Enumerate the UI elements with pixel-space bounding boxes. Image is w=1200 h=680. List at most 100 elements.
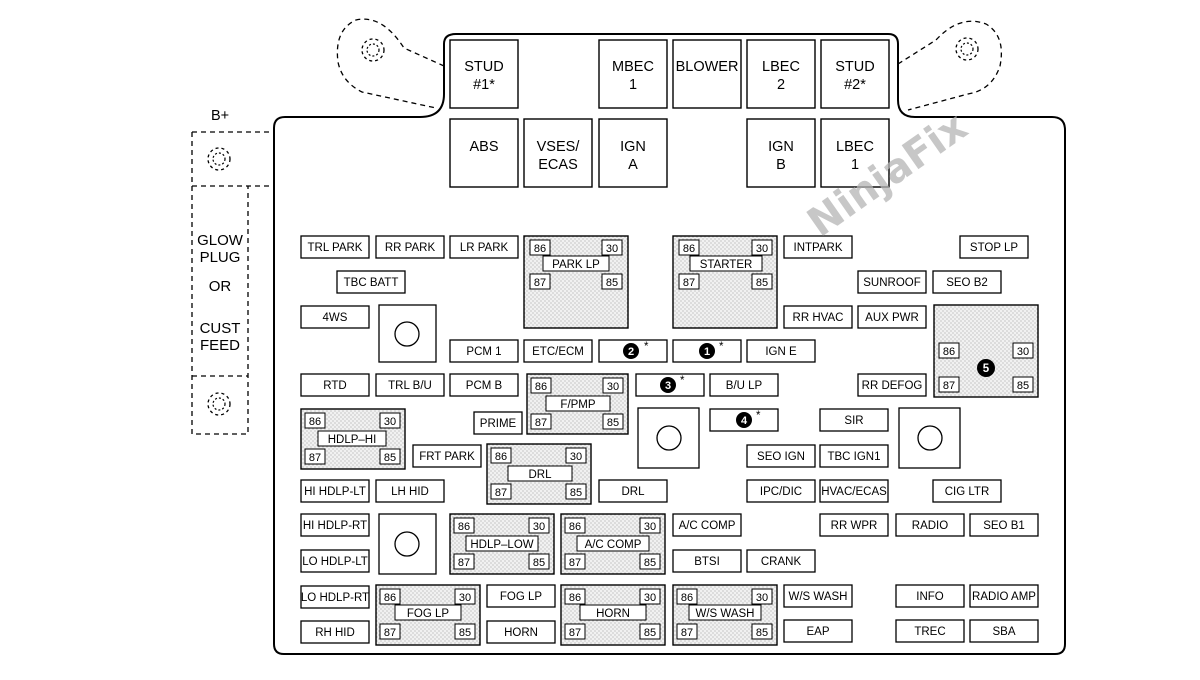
fuse-star: * [719, 341, 724, 353]
fuse-number: 3 [665, 380, 671, 392]
fuse-star: * [644, 341, 649, 353]
relay-pin: 85 [644, 557, 656, 569]
relay-pin: 85 [459, 627, 471, 639]
relay-pin: 86 [683, 243, 695, 255]
fuse-pcm1: PCM 1 [449, 339, 519, 363]
relay-horn: 86 30 87 85 HORN [560, 584, 666, 646]
relay-pin: 86 [534, 243, 546, 255]
fuse-trl-bu: TRL B/U [375, 373, 445, 397]
large-fuse-label: B [776, 157, 786, 173]
fuse-ac-comp: A/C COMP [672, 513, 742, 537]
mounting-boss [637, 407, 700, 469]
relay-pin: 30 [756, 243, 768, 255]
fuse-seo-ign: SEO IGN [746, 444, 816, 468]
relay-pin: 87 [943, 380, 955, 392]
relay-pin: 30 [459, 592, 471, 604]
relay-label: HDLP–HI [328, 434, 377, 446]
relay-label: HORN [596, 608, 630, 620]
relay-pin: 85 [644, 627, 656, 639]
large-fuse-label: STUD [835, 59, 874, 75]
fuse-label: TRL PARK [308, 242, 363, 254]
relay-pin: 86 [681, 592, 693, 604]
large-fuse-label: #2* [844, 77, 866, 93]
relay-pin: 85 [570, 487, 582, 499]
fuse-label: SEO B1 [983, 520, 1025, 532]
large-fuse-label: STUD [464, 59, 503, 75]
large-fuse-label: ECAS [538, 157, 578, 173]
fuse-label: RH HID [315, 627, 355, 639]
b-plus-label: B+ [211, 108, 229, 124]
fuse-label: LO HDLP-RT [301, 592, 369, 604]
large-fuse-label: 1 [851, 157, 859, 173]
large-fuse-label: IGN [620, 139, 646, 155]
relay-label: 5 [983, 363, 990, 375]
large-fuse-blower: BLOWER [672, 39, 742, 109]
fuse-label: LH HID [391, 486, 429, 498]
relay-pin: 86 [495, 451, 507, 463]
fuse-4ws: 4WS [300, 305, 370, 329]
fuse-label: FOG LP [500, 591, 543, 603]
fuse-fog-lp: FOG LP [486, 584, 556, 608]
relay-pin: 86 [943, 346, 955, 358]
relay-pin: 30 [607, 381, 619, 393]
fuse-cig-ltr: CIG LTR [932, 479, 1002, 503]
large-fuse-label: LBEC [836, 139, 874, 155]
fuse-rr-wpr: RR WPR [819, 513, 889, 537]
fuse-aux-pwr: AUX PWR [857, 305, 927, 329]
large-fuse-label: 2 [777, 77, 785, 93]
fuse-number: 4 [741, 415, 748, 427]
large-fuse-label: ABS [469, 139, 498, 155]
fuse-etc-ecm: ETC/ECM [523, 339, 593, 363]
relay-pin: 86 [309, 416, 321, 428]
relay-pin: 85 [606, 277, 618, 289]
fuse-rtd: RTD [300, 373, 370, 397]
fuse-label: 4WS [323, 312, 348, 324]
relay-pin: 30 [384, 416, 396, 428]
fuse-label: IGN E [765, 346, 797, 358]
mounting-boss [378, 304, 437, 363]
fuse-seo-b2: SEO B2 [932, 270, 1002, 294]
relay-label: PARK LP [552, 259, 600, 271]
large-fuse-label: IGN [768, 139, 794, 155]
fuse-label: STOP LP [970, 242, 1018, 254]
relay-pin: 30 [644, 592, 656, 604]
large-fuse-stud2: STUD #2* [820, 39, 890, 109]
fuse-label: BTSI [694, 556, 720, 568]
b-plus-stud-inner [212, 152, 226, 166]
fuse-label: SEO B2 [946, 277, 988, 289]
relay-pin: 30 [644, 521, 656, 533]
fuse-hi-hdlp-lt: HI HDLP-LT [300, 479, 370, 503]
large-fuse-label: BLOWER [676, 59, 739, 75]
large-fuse-label: VSES/ [537, 139, 581, 155]
large-fuse-ign-a: IGN A [598, 118, 668, 188]
left-mount-ear [336, 18, 445, 109]
numbered-fuse-3: 3 * [635, 373, 705, 397]
fuse-rr-hvac: RR HVAC [783, 305, 853, 329]
fuse-trl-park: TRL PARK [300, 235, 370, 259]
relay-pin: 87 [683, 277, 695, 289]
relay-pin: 85 [384, 452, 396, 464]
fuse-label: SUNROOF [863, 277, 921, 289]
fuse-sba: SBA [969, 619, 1039, 643]
fuse-label: RADIO [912, 520, 948, 532]
large-fuse-lbec1: LBEC 1 [820, 118, 890, 188]
side-feed-outline [191, 186, 249, 435]
fuse-label: LR PARK [460, 242, 509, 254]
fuse-number: 1 [704, 346, 710, 358]
mounting-boss [898, 407, 961, 469]
relay-pin: 30 [533, 521, 545, 533]
fuse-label: SEO IGN [757, 451, 805, 463]
fuse-label: B/U LP [726, 380, 763, 392]
fuse-label: RR HVAC [793, 312, 844, 324]
fuse-btsi: BTSI [672, 549, 742, 573]
fuse-label: PCM 1 [466, 346, 501, 358]
fuse-label: LO HDLP-LT [302, 556, 368, 568]
fuse-label: RTD [323, 380, 346, 392]
right-mount-hole-inner [960, 42, 974, 56]
relay-label: DRL [528, 469, 552, 481]
relay-pin: 85 [1017, 380, 1029, 392]
relay-hdlp-hi: 86 30 87 85 HDLP–HI [300, 408, 406, 470]
fuse-label: SIR [844, 415, 863, 427]
relay-pin: 30 [756, 592, 768, 604]
fuse-info: INFO [895, 584, 965, 608]
